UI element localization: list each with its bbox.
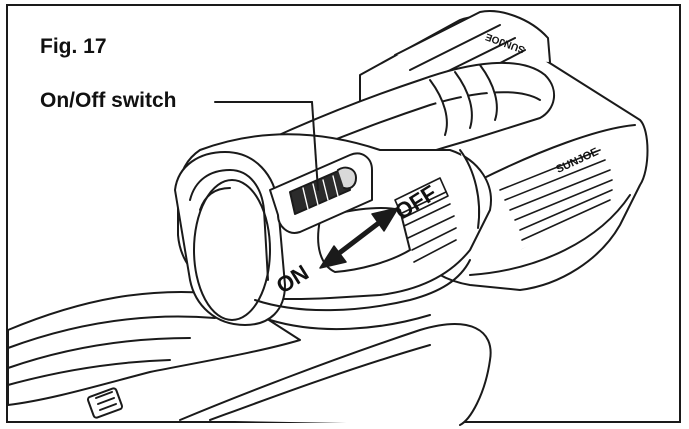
switch-callout-label: On/Off switch	[40, 89, 177, 112]
on-off-switch	[269, 152, 373, 234]
callout-leader-drop	[311, 101, 319, 191]
figure-number: Fig. 17	[40, 35, 107, 58]
direction-arrow	[319, 207, 399, 269]
